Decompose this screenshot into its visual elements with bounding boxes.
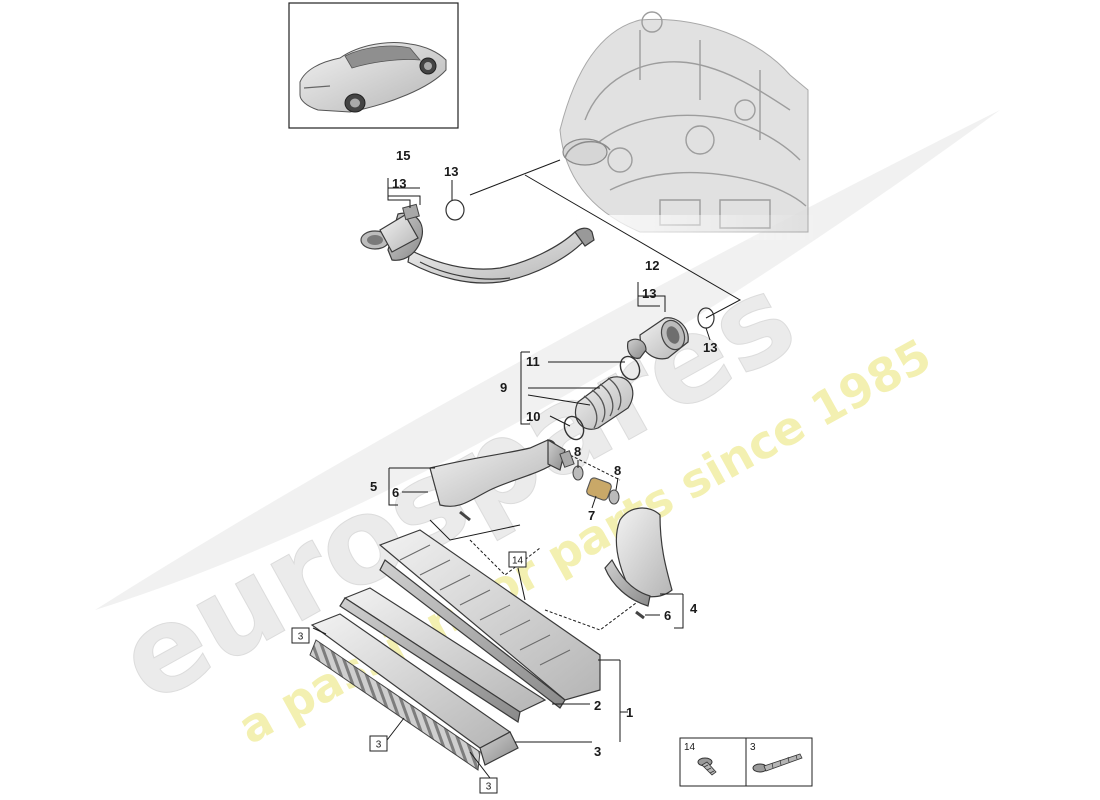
- callouts: 15 13 13 12 13 13 11 9 10 8 8 7 5 6 4 6 …: [370, 148, 717, 759]
- callout-9: 9: [500, 380, 507, 395]
- callout-13: 13: [703, 340, 717, 355]
- callout-11: 11: [526, 354, 540, 369]
- hose-clamp-icon: [619, 355, 641, 381]
- air-duct-icon: [429, 438, 575, 522]
- o-ring-icon: [445, 199, 465, 221]
- hose-clamp-icon: [563, 415, 585, 441]
- boxed-ref-3-label: 3: [486, 782, 492, 793]
- callout-7: 7: [588, 508, 595, 523]
- throttle-housing-icon: [627, 317, 689, 360]
- air-filter-box-icon: [378, 529, 601, 709]
- boxed-ref-3: 3: [479, 777, 498, 794]
- screw-short-icon: [697, 757, 717, 776]
- bellows-hose-icon: [574, 376, 634, 430]
- callout-5: 5: [370, 479, 377, 494]
- alignment-lines: [429, 159, 742, 631]
- callout-6: 6: [664, 608, 671, 623]
- connector-hose-icon: [572, 465, 620, 505]
- vehicle-thumbnail: [288, 2, 459, 129]
- legend-number-14: 14: [684, 742, 696, 753]
- callout-6: 6: [392, 485, 399, 500]
- boxed-ref-14: 14: [508, 551, 527, 568]
- callout-1: 1: [626, 705, 633, 720]
- filter-element-icon: [339, 587, 547, 723]
- callout-13: 13: [642, 286, 656, 301]
- fastener-legend: 14 3: [679, 737, 813, 787]
- air-duct-icon: [604, 507, 673, 620]
- boxed-ref-14-label: 14: [512, 556, 524, 567]
- callout-13: 13: [444, 164, 458, 179]
- callout-15: 15: [396, 148, 410, 163]
- lower-housing-icon: [309, 613, 519, 771]
- sports-car-icon: [299, 42, 447, 113]
- boxed-ref-3: 3: [291, 627, 310, 644]
- callout-12: 12: [645, 258, 659, 273]
- engine-block-icon: [540, 11, 820, 240]
- leader-lines: [312, 178, 711, 779]
- callout-8: 8: [614, 463, 621, 478]
- callout-4: 4: [690, 601, 698, 616]
- callout-13: 13: [392, 176, 406, 191]
- boxed-ref-3: 3: [369, 735, 388, 752]
- intake-pipe-icon: [360, 203, 595, 284]
- callout-3: 3: [594, 744, 601, 759]
- callout-10: 10: [526, 409, 540, 424]
- legend-number-3: 3: [750, 742, 756, 753]
- boxed-ref-3-label: 3: [376, 740, 382, 751]
- callout-2: 2: [594, 698, 601, 713]
- screw-long-icon: [752, 753, 803, 773]
- callout-8: 8: [574, 444, 581, 459]
- boxed-refs: 14 3 3 3: [291, 551, 527, 794]
- boxed-ref-3-label: 3: [298, 632, 304, 643]
